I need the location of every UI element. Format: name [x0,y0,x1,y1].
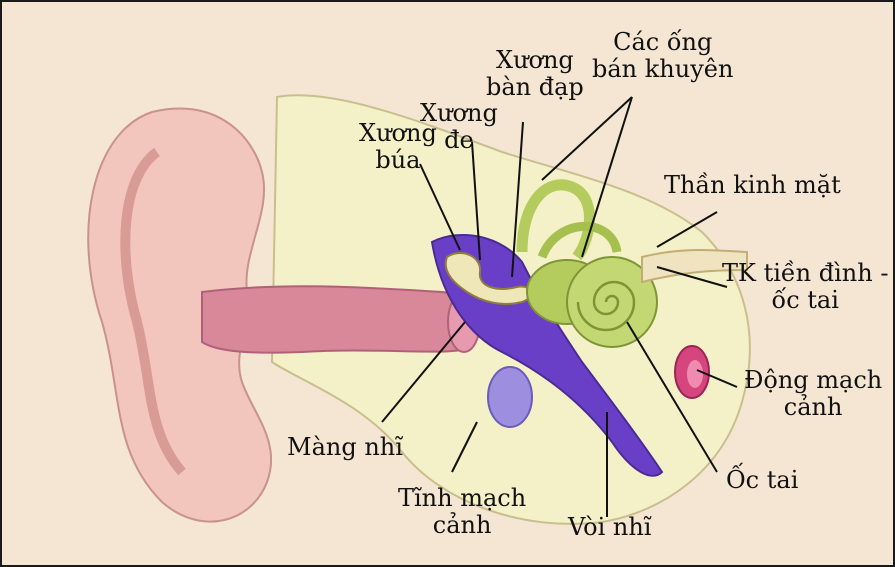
label-jugular-vein: Tĩnh mạch cảnh [398,485,526,539]
label-semicircular-canals: Các ống bán khuyên [592,29,733,83]
label-eardrum: Màng nhĩ [287,434,403,461]
jugular-vein-shape [488,367,532,427]
label-carotid-artery: Động mạch cảnh [744,367,882,421]
label-facial-nerve: Thần kinh mặt [664,172,841,199]
label-eustachian-tube: Vòi nhĩ [568,514,651,541]
label-stapes: Xương bàn đạp [486,47,584,101]
label-vestibulocochlear-nerve: TK tiền đình - ốc tai [722,260,888,314]
label-incus: Xương đe [420,100,498,154]
label-cochlea: Ốc tai [726,467,798,494]
ear-canal [202,286,478,352]
